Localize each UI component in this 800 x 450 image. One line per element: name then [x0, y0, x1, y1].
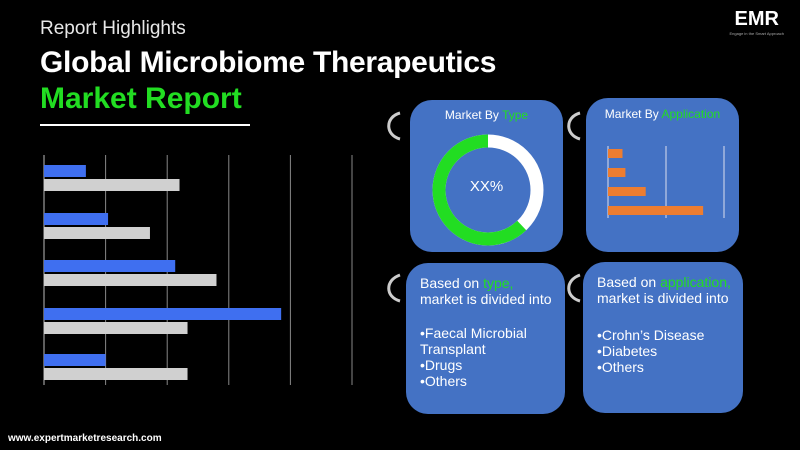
- application-list: •Crohn’s Disease •Diabetes •Others: [597, 327, 704, 375]
- emr-logo: EMR Engage in the Smart Approach: [730, 8, 784, 36]
- market-by-application-card: Market By Application: [586, 98, 739, 252]
- donut-label: XX%: [469, 178, 504, 195]
- list-item: •Others: [597, 359, 644, 375]
- title-prefix: Market By: [604, 107, 662, 121]
- list-item: •Faecal Microbial Transplant: [420, 325, 527, 357]
- main-bar-chart: [43, 155, 353, 385]
- desc-rest: market is divided into: [420, 291, 552, 307]
- title-prefix: Market By: [444, 108, 503, 122]
- bar-gray: [44, 179, 180, 191]
- application-bar-chart: [607, 146, 725, 218]
- logo-tagline: Engage in the Smart Approach: [729, 31, 784, 36]
- curved-arrows: [387, 111, 401, 303]
- list-item: •Others: [420, 373, 467, 389]
- title-highlight: Application: [661, 107, 721, 121]
- donut-chart: [432, 134, 544, 246]
- bar-gray: [44, 227, 150, 239]
- list-item: •Drugs: [420, 357, 463, 373]
- card-title: Market By Application: [586, 107, 739, 121]
- bar-blue: [44, 308, 282, 320]
- list-item: •Crohn’s Disease: [597, 327, 705, 343]
- type-segments-card: Based on type,market is divided into •Fa…: [406, 263, 565, 414]
- desc-highlight: application,: [660, 274, 731, 290]
- bar-blue: [44, 354, 106, 366]
- curved-arrow-icon: [567, 111, 581, 141]
- bar-orange: [608, 187, 646, 196]
- type-description: Based on type,market is divided into: [420, 275, 552, 307]
- logo-text: EMR: [734, 8, 779, 30]
- bar-blue: [44, 260, 176, 272]
- curved-arrow-icon: [387, 111, 401, 141]
- type-list: •Faecal Microbial Transplant •Drugs •Oth…: [420, 325, 560, 389]
- desc-prefix: Based on: [420, 275, 484, 291]
- title-highlight: Type: [502, 108, 529, 122]
- subtitle: Report Highlights: [40, 18, 186, 39]
- curved-arrows: [567, 111, 581, 303]
- desc-prefix: Based on: [597, 274, 661, 290]
- market-by-type-card: Market By Type XX%: [410, 100, 563, 252]
- bar-orange: [608, 206, 704, 215]
- curved-arrow-icon: [387, 273, 401, 303]
- bar-gray: [44, 274, 217, 286]
- application-segments-card: Based on application,market is divided i…: [583, 262, 743, 413]
- page-title-highlight: Market Report: [40, 82, 242, 115]
- list-item: •Diabetes: [597, 343, 658, 359]
- application-description: Based on application,market is divided i…: [597, 274, 731, 306]
- card-title: Market By Type: [410, 108, 563, 122]
- divider: [40, 124, 250, 126]
- donut-segment: [432, 134, 544, 246]
- desc-rest: market is divided into: [597, 290, 729, 306]
- desc-highlight: type,: [483, 275, 514, 291]
- website-url[interactable]: www.expertmarketresearch.com: [8, 433, 162, 444]
- page-title: Global Microbiome Therapeutics: [40, 46, 497, 79]
- bar-orange: [608, 168, 626, 177]
- bar-blue: [44, 213, 109, 225]
- bar-gray: [44, 322, 188, 334]
- bar-orange: [608, 149, 623, 158]
- bar-blue: [44, 165, 86, 177]
- curved-arrow-icon: [567, 273, 581, 303]
- bar-gray: [44, 368, 188, 380]
